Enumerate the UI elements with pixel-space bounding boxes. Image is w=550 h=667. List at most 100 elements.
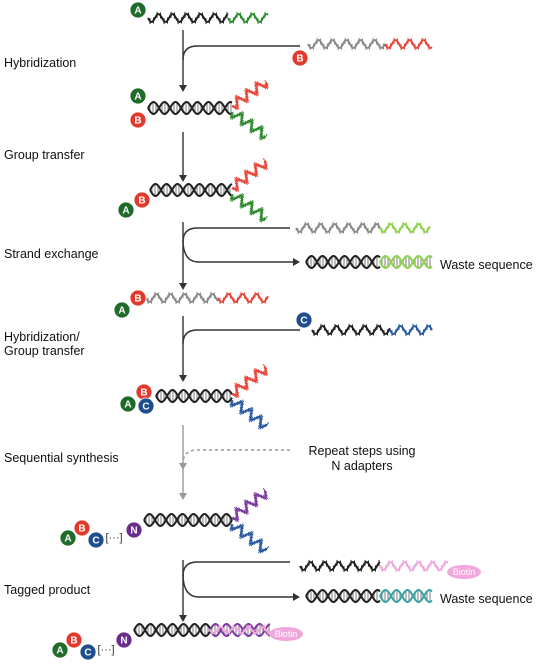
bead-c-row5: C [137,397,155,415]
waste-sequence-label-2: Waste sequence [440,592,533,606]
adapter-a-black-strand [147,11,229,25]
adapter-c-blue-strand [389,323,433,337]
step-label-strand-exchange: Strand exchange [4,247,99,261]
waste-sequence-label-1: Waste sequence [440,258,533,272]
biotin-adapter-pink [379,559,449,573]
duplex-row6 [143,513,233,527]
svg-text:B: B [134,116,141,127]
bead-b-row5: B [135,383,153,401]
duplex-row3 [149,183,233,197]
arrow-group-transfer [179,132,187,182]
svg-text:Biotin: Biotin [453,567,476,577]
duplex-row5 [155,389,233,403]
row4-red-strand [217,291,269,305]
svg-text:C: C [92,536,99,547]
duplex-row6-purple-tail [231,488,269,523]
svg-text:B: B [140,388,147,399]
duplex-row2-green-tail [229,110,268,141]
svg-text:A: A [124,400,131,411]
bead-b-incoming: B [291,49,309,67]
hybridization2-join-curve [182,329,300,345]
duplex-row7-pink [209,624,270,636]
bead-a-row7: A [51,641,69,659]
arrow-strand-exchange [179,222,187,290]
svg-text:B: B [70,636,77,647]
exchange-lightgreen-strand [379,221,431,235]
step-label-hybridization: Hybridization [4,56,77,70]
biotin-label-adapter: Biotin [447,565,481,579]
adapter-a-green-strand [227,11,269,25]
bead-a-row6: A [59,529,77,547]
waste-duplex-2-teal [379,589,433,603]
bead-b-row7: B [65,631,83,649]
svg-text:C: C [84,648,91,659]
duplex-row7 [133,623,211,637]
adapter-b-gray-strand [307,37,386,51]
svg-text:A: A [118,306,125,317]
step-label-group-transfer: Group transfer [4,148,85,162]
hybridization-join-curve [182,45,300,61]
step-label-sequential-synthesis: Sequential synthesis [4,451,119,465]
step-label-hybridization-group-transfer-1: Hybridization/ [4,330,80,344]
bead-b-row2: B [129,111,147,129]
bead-b-row3: B [133,191,151,209]
sequential-dashed-curve [182,449,290,465]
biotin-label-product: Biotin [269,627,303,641]
tagged-waste-arrow [182,573,300,601]
bead-c-row7: C [79,643,97,661]
svg-text:N: N [120,636,127,647]
arrow-sequential-2 [179,468,187,500]
bead-c-row6: C [87,531,105,549]
adapter-c-black-strand [311,323,391,337]
bead-a-row5: A [119,395,137,413]
bead-n-row7: N [115,631,133,649]
svg-text:Biotin: Biotin [275,629,298,639]
repeat-steps-label-1: Repeat steps using [308,444,416,458]
svg-text:A: A [64,534,71,545]
bead-a-row1: A [129,1,147,19]
arrow-hybridization-group-transfer [179,316,187,382]
svg-text:B: B [138,196,145,207]
svg-text:C: C [142,402,149,413]
svg-text:B: B [134,294,141,305]
svg-text:[···]: [···] [97,644,114,656]
duplex-row3-green-tail [229,192,268,223]
duplex-row2-red-tail [231,79,269,111]
bead-c-incoming: C [295,311,313,329]
waste-duplex-2 [305,589,381,603]
strand-exchange-split-curve-top [182,227,290,243]
biotin-adapter-black [299,559,381,573]
svg-text:A: A [134,6,141,17]
svg-text:N: N [130,526,137,537]
repeat-steps-label-2: N adapters [331,459,393,473]
ellipsis-row7: [···] [97,644,114,656]
bead-n-row6: N [125,521,143,539]
duplex-row5-red-tail [231,364,269,399]
bead-b-row6: B [73,519,91,537]
step-label-tagged-product: Tagged product [4,583,91,597]
svg-text:[···]: [···] [105,532,122,544]
duplex-row5-blue-tail [229,399,270,430]
strand-exchange-waste-arrow [182,239,300,266]
bead-b-row4: B [129,289,147,307]
step-label-hybridization-group-transfer-2: Group transfer [4,344,85,358]
svg-text:B: B [78,524,85,535]
bead-a-row4: A [113,301,131,319]
process-arrows [179,30,300,622]
duplex-row6-blue-tail [229,523,270,554]
tagged-split-curve-top [182,561,290,577]
waste-duplex-1 [305,255,381,269]
svg-text:C: C [300,316,307,327]
svg-text:A: A [122,206,129,217]
dna-strands [133,11,449,637]
row4-gray-strand [145,291,219,305]
svg-text:B: B [296,54,303,65]
exchange-gray-strand [295,221,381,235]
arrow-sequential-1 [179,425,187,470]
ellipsis-row6: [···] [105,532,122,544]
svg-text:A: A [56,646,63,657]
arrow-hybridization [179,30,187,92]
duplex-row3-red-tail [231,158,269,193]
